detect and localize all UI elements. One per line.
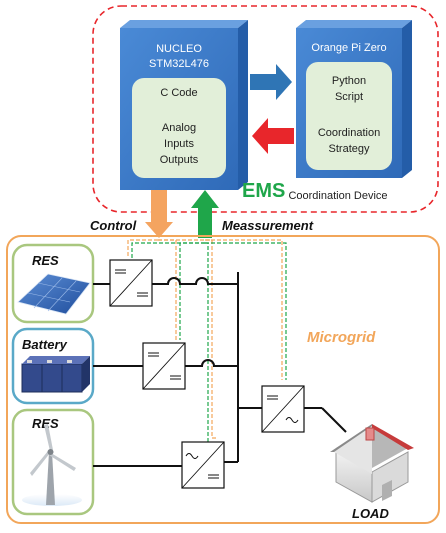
measurement-label: Meassurement xyxy=(222,218,314,233)
signal-wires xyxy=(127,239,287,444)
control-arrow xyxy=(145,190,173,238)
inverter-dcac xyxy=(261,385,305,433)
source-battery: Battery xyxy=(11,327,95,405)
measurement-arrow xyxy=(191,190,219,238)
converter-acdc xyxy=(181,441,225,489)
res3-label: RES xyxy=(32,416,59,431)
orange-pi-inner-line1: Python xyxy=(332,75,366,87)
load-label: LOAD xyxy=(352,506,389,521)
battery-label: Battery xyxy=(22,337,68,352)
ems-container xyxy=(92,5,439,213)
microgrid-container xyxy=(6,235,440,524)
orange-pi-title: Orange Pi Zero xyxy=(311,42,386,54)
nucleo-title-line1: NUCLEO xyxy=(156,43,202,55)
nucleo-inner-line4: Inputs xyxy=(164,138,194,150)
orange-pi-inner-line3: Coordination xyxy=(318,127,380,139)
converter-dcdc-1 xyxy=(109,259,153,307)
microgrid-label: Microgrid xyxy=(307,329,376,346)
ems-label: EMS xyxy=(242,180,285,202)
orange-pi-block: Orange Pi Zero Python Script Coordinatio… xyxy=(296,20,412,178)
nucleo-inner-box xyxy=(132,78,226,178)
nucleo-inner-line5: Outputs xyxy=(160,154,199,166)
source-res-wind: RES xyxy=(11,408,95,516)
coordination-device-label: Coordination Device xyxy=(288,190,387,202)
solar-panel-icon xyxy=(17,273,91,315)
nucleo-title-line2: STM32L476 xyxy=(149,58,209,70)
arrow-to-nucleo xyxy=(252,118,294,154)
converter-dcdc-2 xyxy=(142,342,186,390)
wind-turbine-icon xyxy=(22,424,82,506)
control-label: Control xyxy=(90,218,137,233)
arrow-to-orange-pi xyxy=(250,64,292,100)
orange-pi-inner-box xyxy=(306,62,392,170)
nucleo-block: NUCLEO STM32L476 C Code Analog Inputs Ou… xyxy=(120,20,248,190)
source-res-solar: RES xyxy=(11,243,95,324)
battery-icon xyxy=(21,356,90,393)
nucleo-inner-line3: Analog xyxy=(162,122,196,134)
orange-pi-inner-line4: Strategy xyxy=(329,143,370,155)
orange-pi-inner-line2: Script xyxy=(335,91,363,103)
res1-label: RES xyxy=(32,253,59,268)
nucleo-inner-line1: C Code xyxy=(160,87,197,99)
load-house-icon xyxy=(330,424,414,503)
